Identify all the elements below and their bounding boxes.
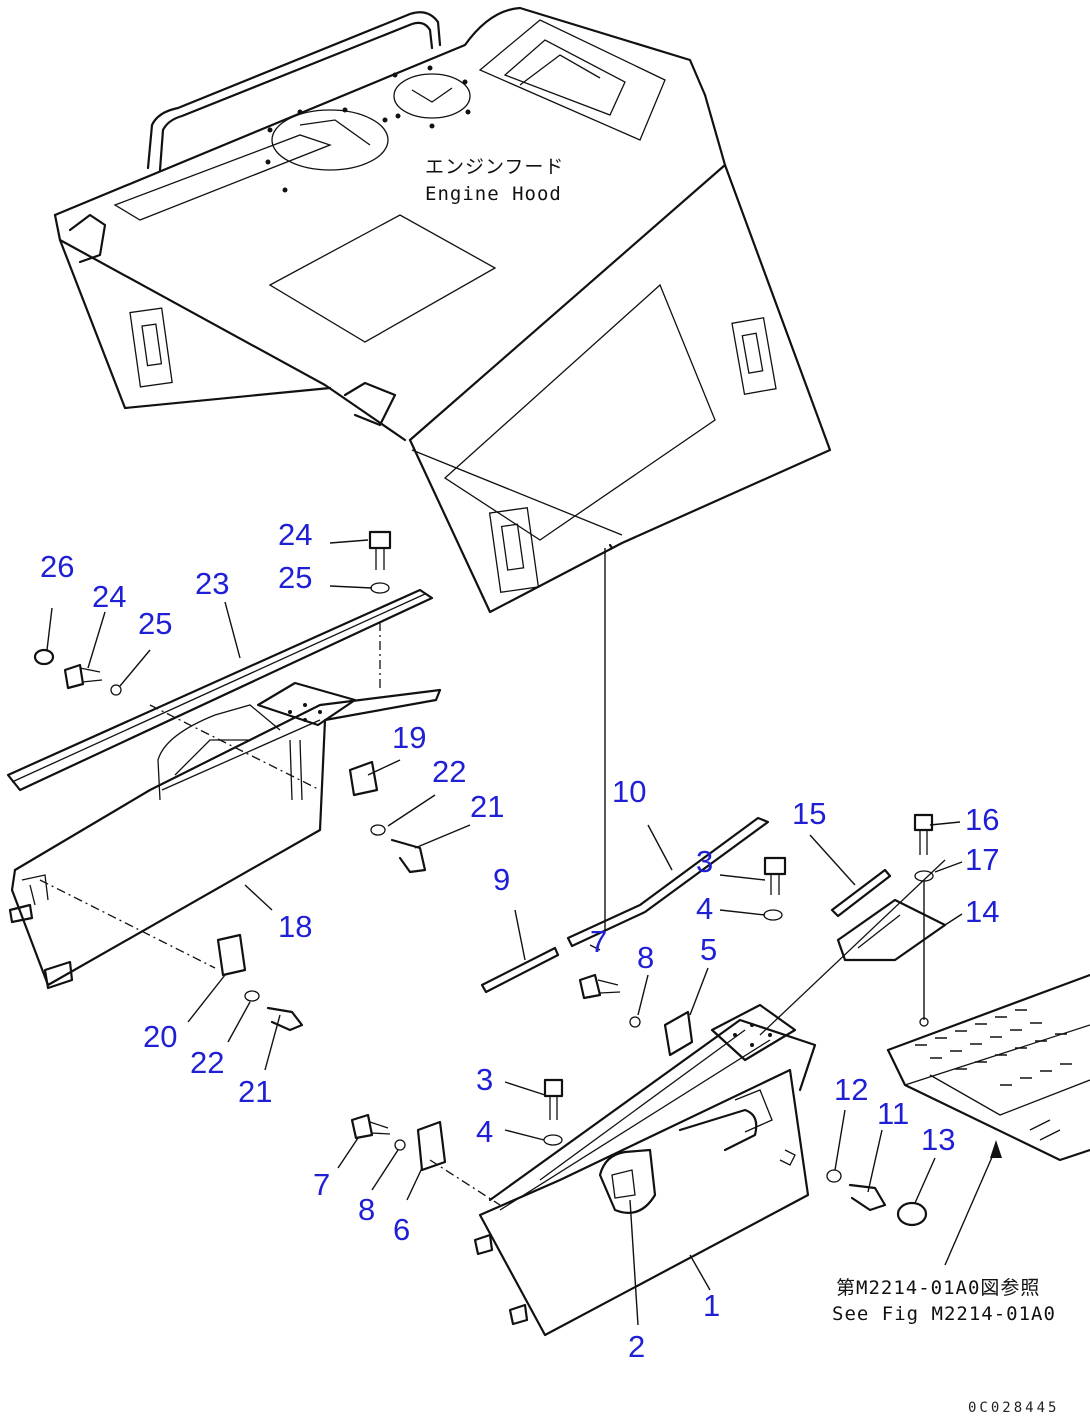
drawing-code: 0C028445	[968, 1400, 1059, 1416]
callout-4b: 4	[476, 1114, 493, 1149]
callout-24b: 24	[92, 579, 126, 614]
engine-hood-label-jp: エンジンフード	[425, 156, 564, 178]
callout-22b: 22	[190, 1045, 224, 1080]
reference-label-jp: 第M2214-01A0図参照	[836, 1277, 1040, 1299]
callout-22a: 22	[432, 754, 466, 789]
callout-12: 12	[834, 1072, 868, 1107]
leader-lines	[46, 539, 963, 1326]
callout-15: 15	[792, 796, 826, 831]
reference-label-en: See Fig M2214-01A0	[832, 1303, 1056, 1325]
callout-3a: 3	[696, 844, 713, 879]
callout-25a: 25	[278, 560, 312, 595]
callout-3b: 3	[476, 1062, 493, 1097]
callout-1: 1	[703, 1288, 720, 1323]
callout-11: 11	[877, 1096, 909, 1131]
left-hinge-assembly	[6, 588, 442, 990]
hinge-mount-assembly	[429, 859, 946, 1337]
callout-23: 23	[195, 566, 229, 601]
callout-25b: 25	[138, 606, 172, 641]
right-hardware	[350, 813, 947, 1227]
callout-24a: 24	[278, 517, 312, 552]
callout-7a: 7	[590, 924, 607, 959]
callout-21a: 21	[470, 789, 504, 824]
callout-20: 20	[143, 1019, 177, 1054]
referenced-panel-drawing	[886, 973, 1090, 1266]
callout-8b: 8	[358, 1192, 375, 1227]
callout-numbers: 1 2 3 3 4 4 5 6 7 7 8 8 9 10 11 12 13 14…	[40, 517, 999, 1364]
callout-10: 10	[612, 774, 646, 809]
engine-hood-drawing	[53, 6, 832, 614]
callout-13: 13	[921, 1122, 955, 1157]
callout-18: 18	[278, 909, 312, 944]
callout-2: 2	[628, 1329, 645, 1364]
callout-5: 5	[700, 932, 717, 967]
callout-17: 17	[965, 842, 999, 877]
bolt-dots	[265, 65, 471, 193]
callout-8a: 8	[637, 940, 654, 975]
callout-21b: 21	[238, 1074, 272, 1109]
callout-4a: 4	[696, 891, 713, 926]
callout-7b: 7	[313, 1167, 330, 1202]
callout-19: 19	[392, 720, 426, 755]
callout-6: 6	[393, 1212, 410, 1247]
panel-grid-marks	[915, 1009, 1072, 1086]
callout-14: 14	[965, 894, 999, 929]
callout-16: 16	[965, 802, 999, 837]
engine-hood-label-en: Engine Hood	[425, 183, 562, 205]
callout-26: 26	[40, 549, 74, 584]
callout-9: 9	[493, 862, 510, 897]
